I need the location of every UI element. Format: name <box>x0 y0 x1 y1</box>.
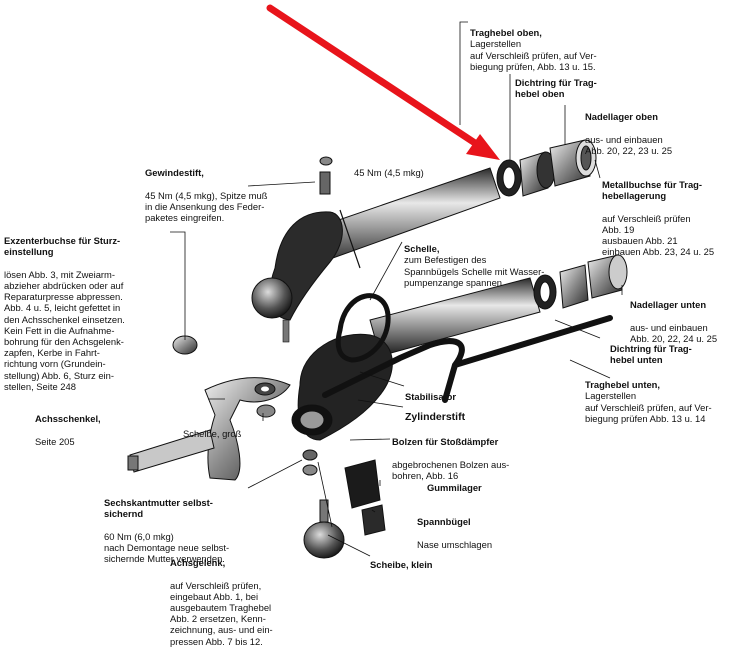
label-metallbuchse-title: Metallbuchse für Trag- hebellagerung <box>602 179 703 202</box>
label-bolzen-text: abgebrochenen Bolzen aus- bohren, Abb. 1… <box>392 458 510 481</box>
label-nadellager-oben-text: aus- und einbauen Abb. 20, 22, 23 u. 25 <box>585 133 673 156</box>
label-traghebel-oben-title: Traghebel oben, <box>470 27 542 39</box>
label-metallbuchse: Metallbuchse für Trag- hebellagerung auf… <box>602 168 748 269</box>
label-traghebel-unten: Traghebel unten, Lagerstellen auf Versch… <box>585 368 748 424</box>
small-washer-upper <box>256 404 276 418</box>
label-spannbuegel-text: Nase umschlagen <box>417 538 493 550</box>
label-gummilager-title: Gummilager <box>427 482 482 494</box>
label-traghebel-oben-text: Lagerstellen auf Verschleiß prüfen, auf … <box>470 38 597 72</box>
label-stabilisator-title: Stabilisator <box>405 391 457 403</box>
label-bolzen: Bolzen für Stoßdämpfer abgebrochenen Bol… <box>392 425 567 492</box>
label-achsschenkel-text: Seite 205 <box>35 435 75 447</box>
label-torque-top: 45 Nm (4,5 mkg) <box>354 156 464 190</box>
metal-bushing-upper <box>549 139 597 187</box>
label-sechskantmutter-title: Sechskantmutter selbst- sichernd <box>104 497 213 520</box>
label-traghebel-unten-text: Lagerstellen auf Verschleiß prüfen, auf … <box>585 390 712 424</box>
label-nadellager-oben: Nadellager oben aus- und einbauen Abb. 2… <box>585 100 735 167</box>
label-schelle-text: zum Befestigen des Spannbügels Schelle m… <box>404 254 545 288</box>
label-nadellager-oben-title: Nadellager oben <box>585 111 658 123</box>
label-exzenterbuchse-title: Exzenterbuchse für Sturz- einstellung <box>4 235 121 258</box>
label-nadellager-unten-text: aus- und einbauen Abb. 20, 22, 24 u. 25 <box>630 321 718 344</box>
label-schelle-title: Schelle, <box>404 243 440 255</box>
label-torque-top-text: 45 Nm (4,5 mkg) <box>354 167 424 179</box>
label-achsschenkel: Achsschenkel, Seite 205 <box>35 402 145 458</box>
label-scheibe-gross-title: Scheibe, groß <box>183 428 242 440</box>
label-spannbuegel-title: Spannbügel <box>417 516 471 528</box>
label-traghebel-oben: Traghebel oben, Lagerstellen auf Verschl… <box>470 16 660 72</box>
lower-seal-ring <box>533 274 557 310</box>
label-zylinderstift: Zylinderstift <box>405 401 515 435</box>
upper-control-arm <box>251 167 501 343</box>
label-achsgelenk: Achsgelenk, auf Verschleiß prüfen, einge… <box>170 546 315 658</box>
clamp-bracket <box>361 504 386 536</box>
label-nadellager-unten: Nadellager unten aus- und einbauen Abb. … <box>630 288 748 355</box>
label-scheibe-klein-title: Scheibe, klein <box>370 559 433 571</box>
label-exzenterbuchse: Exzenterbuchse für Sturz- einstellung lö… <box>4 224 174 403</box>
label-scheibe-gross: Scheibe, groß <box>183 417 263 451</box>
label-schelle: Schelle, zum Befestigen des Spannbügels … <box>404 232 589 288</box>
label-gewindestift-title: Gewindestift, <box>145 167 204 179</box>
label-gummilager: Gummilager <box>427 471 517 505</box>
steering-knuckle <box>127 335 291 481</box>
rubber-mount <box>344 459 381 509</box>
label-gewindestift-text: 45 Nm (4,5 mkg), Spitze muß in die Ansen… <box>145 189 268 224</box>
clamp-ring <box>335 293 391 363</box>
label-achsschenkel-title: Achsschenkel, <box>35 413 101 425</box>
upper-seal-ring <box>496 159 522 197</box>
label-sechskantmutter-text: 60 Nm (6,0 mkg) nach Demontage neue selb… <box>104 530 230 565</box>
label-achsgelenk-text: auf Verschleiß prüfen, eingebaut Abb. 1,… <box>170 579 273 647</box>
exploded-view-drawing <box>127 4 628 559</box>
label-gewindestift: Gewindestift, 45 Nm (4,5 mkg), Spitze mu… <box>145 156 330 234</box>
red-pointer-arrow <box>266 4 500 160</box>
label-achsgelenk-title: Achsgelenk, <box>170 557 226 569</box>
label-dichtring-unten: Dichtring für Trag- hebel unten <box>610 332 740 377</box>
label-scheibe-klein: Scheibe, klein <box>370 548 470 582</box>
label-dichtring-oben-title: Dichtring für Trag- hebel oben <box>515 77 597 100</box>
label-sechskantmutter: Sechskantmutter selbst- sichernd 60 Nm (… <box>104 486 284 576</box>
label-spannbuegel: Spannbügel Nase umschlagen <box>417 505 527 561</box>
label-bolzen-title: Bolzen für Stoßdämpfer <box>392 436 499 448</box>
label-dichtring-unten-title: Dichtring für Trag- hebel unten <box>610 343 692 366</box>
label-zylinderstift-title: Zylinderstift <box>405 411 466 424</box>
ball-joint <box>303 499 345 559</box>
threaded-pin <box>319 156 361 269</box>
upper-needle-bearing <box>519 151 556 197</box>
label-traghebel-unten-title: Traghebel unten, <box>585 379 661 391</box>
stabilizer-bar <box>322 315 613 403</box>
leader-lines <box>170 21 623 557</box>
self-locking-nut <box>302 449 318 461</box>
label-exzenterbuchse-text: lösen Abb. 3, mit Zweiarm- abzieher abdr… <box>4 268 125 392</box>
lower-needle-bearing <box>559 264 589 309</box>
label-dichtring-oben: Dichtring für Trag- hebel oben <box>515 66 655 111</box>
label-metallbuchse-text: auf Verschleiß prüfen Abb. 19 ausbauen A… <box>602 212 715 258</box>
label-nadellager-unten-title: Nadellager unten <box>630 299 707 311</box>
diagram-stage: Traghebel oben, Lagerstellen auf Verschl… <box>4 4 748 647</box>
label-stabilisator: Stabilisator <box>405 380 505 414</box>
